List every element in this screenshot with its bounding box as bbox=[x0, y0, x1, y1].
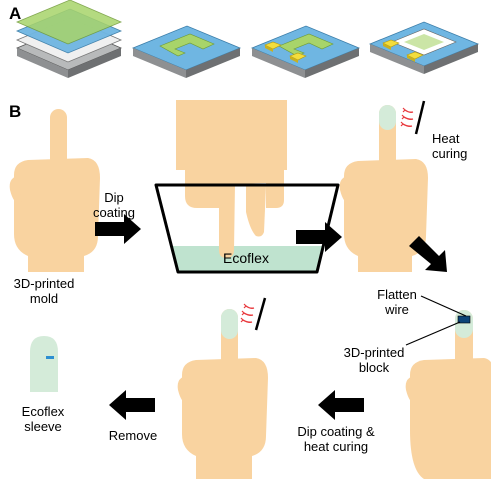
label-3d-printed-block: 3D-printed block bbox=[334, 345, 414, 375]
label-mold-line1: 3D-printed bbox=[13, 276, 75, 291]
arrow-to-heat-curing bbox=[296, 222, 342, 252]
hand-dip-heat-curing bbox=[177, 309, 268, 479]
arrow-remove bbox=[109, 390, 155, 420]
label-dip-heat-line1: Dip coating & bbox=[297, 424, 375, 439]
label-block-line2: block bbox=[358, 360, 390, 375]
panel-a-step-3-board-with-pads bbox=[250, 25, 361, 78]
arrow-diagonal-down bbox=[409, 236, 447, 272]
label-heat-line1: Heat bbox=[432, 131, 460, 146]
label-flatten-wire: Flatten wire bbox=[364, 287, 430, 317]
heater-bar-2 bbox=[240, 297, 267, 331]
label-flatten-line1: Flatten bbox=[377, 287, 417, 302]
label-sleeve-line2: sleeve bbox=[24, 419, 62, 434]
panel-a-step-2-patterned-board bbox=[131, 25, 242, 78]
label-ecoflex-bath: Ecoflex bbox=[223, 250, 269, 266]
label-mold-line2: mold bbox=[29, 291, 59, 306]
hand-flatten-wire bbox=[405, 295, 491, 479]
panel-a-step-4-encapsulated-board bbox=[368, 21, 480, 74]
label-remove: Remove bbox=[108, 428, 158, 443]
label-sleeve-line1: Ecoflex bbox=[21, 404, 65, 419]
label-dip-heat-line2: heat curing bbox=[303, 439, 369, 454]
hand-heat-curing bbox=[339, 105, 428, 272]
arrow-dip-coating bbox=[95, 214, 141, 244]
label-heat-curing: Heat curing bbox=[432, 131, 484, 161]
panel-a-letter: A bbox=[9, 4, 22, 23]
heater-bar-1 bbox=[400, 100, 426, 135]
label-block-line1: 3D-printed bbox=[343, 345, 405, 360]
panel-b-letter: B bbox=[9, 102, 22, 121]
label-dip-coating: Dip coating bbox=[84, 190, 144, 220]
hand-mold-illustration bbox=[9, 109, 100, 272]
label-ecoflex-sleeve: Ecoflex sleeve bbox=[8, 404, 78, 434]
label-3d-printed-mold: 3D-printed mold bbox=[4, 276, 84, 306]
label-dip-coating-heat-curing: Dip coating & heat curing bbox=[286, 424, 386, 454]
label-heat-line2: curing bbox=[432, 146, 468, 161]
arrow-to-dip-heat bbox=[318, 390, 364, 420]
label-flatten-line2: wire bbox=[385, 302, 409, 317]
ecoflex-sleeve-illustration bbox=[30, 336, 58, 392]
label-dip-line2: coating bbox=[93, 205, 135, 220]
beaker-with-ecoflex bbox=[154, 100, 340, 274]
label-dip-line1: Dip bbox=[104, 190, 124, 205]
panel-a-step-1-layer-stack bbox=[15, 0, 123, 78]
